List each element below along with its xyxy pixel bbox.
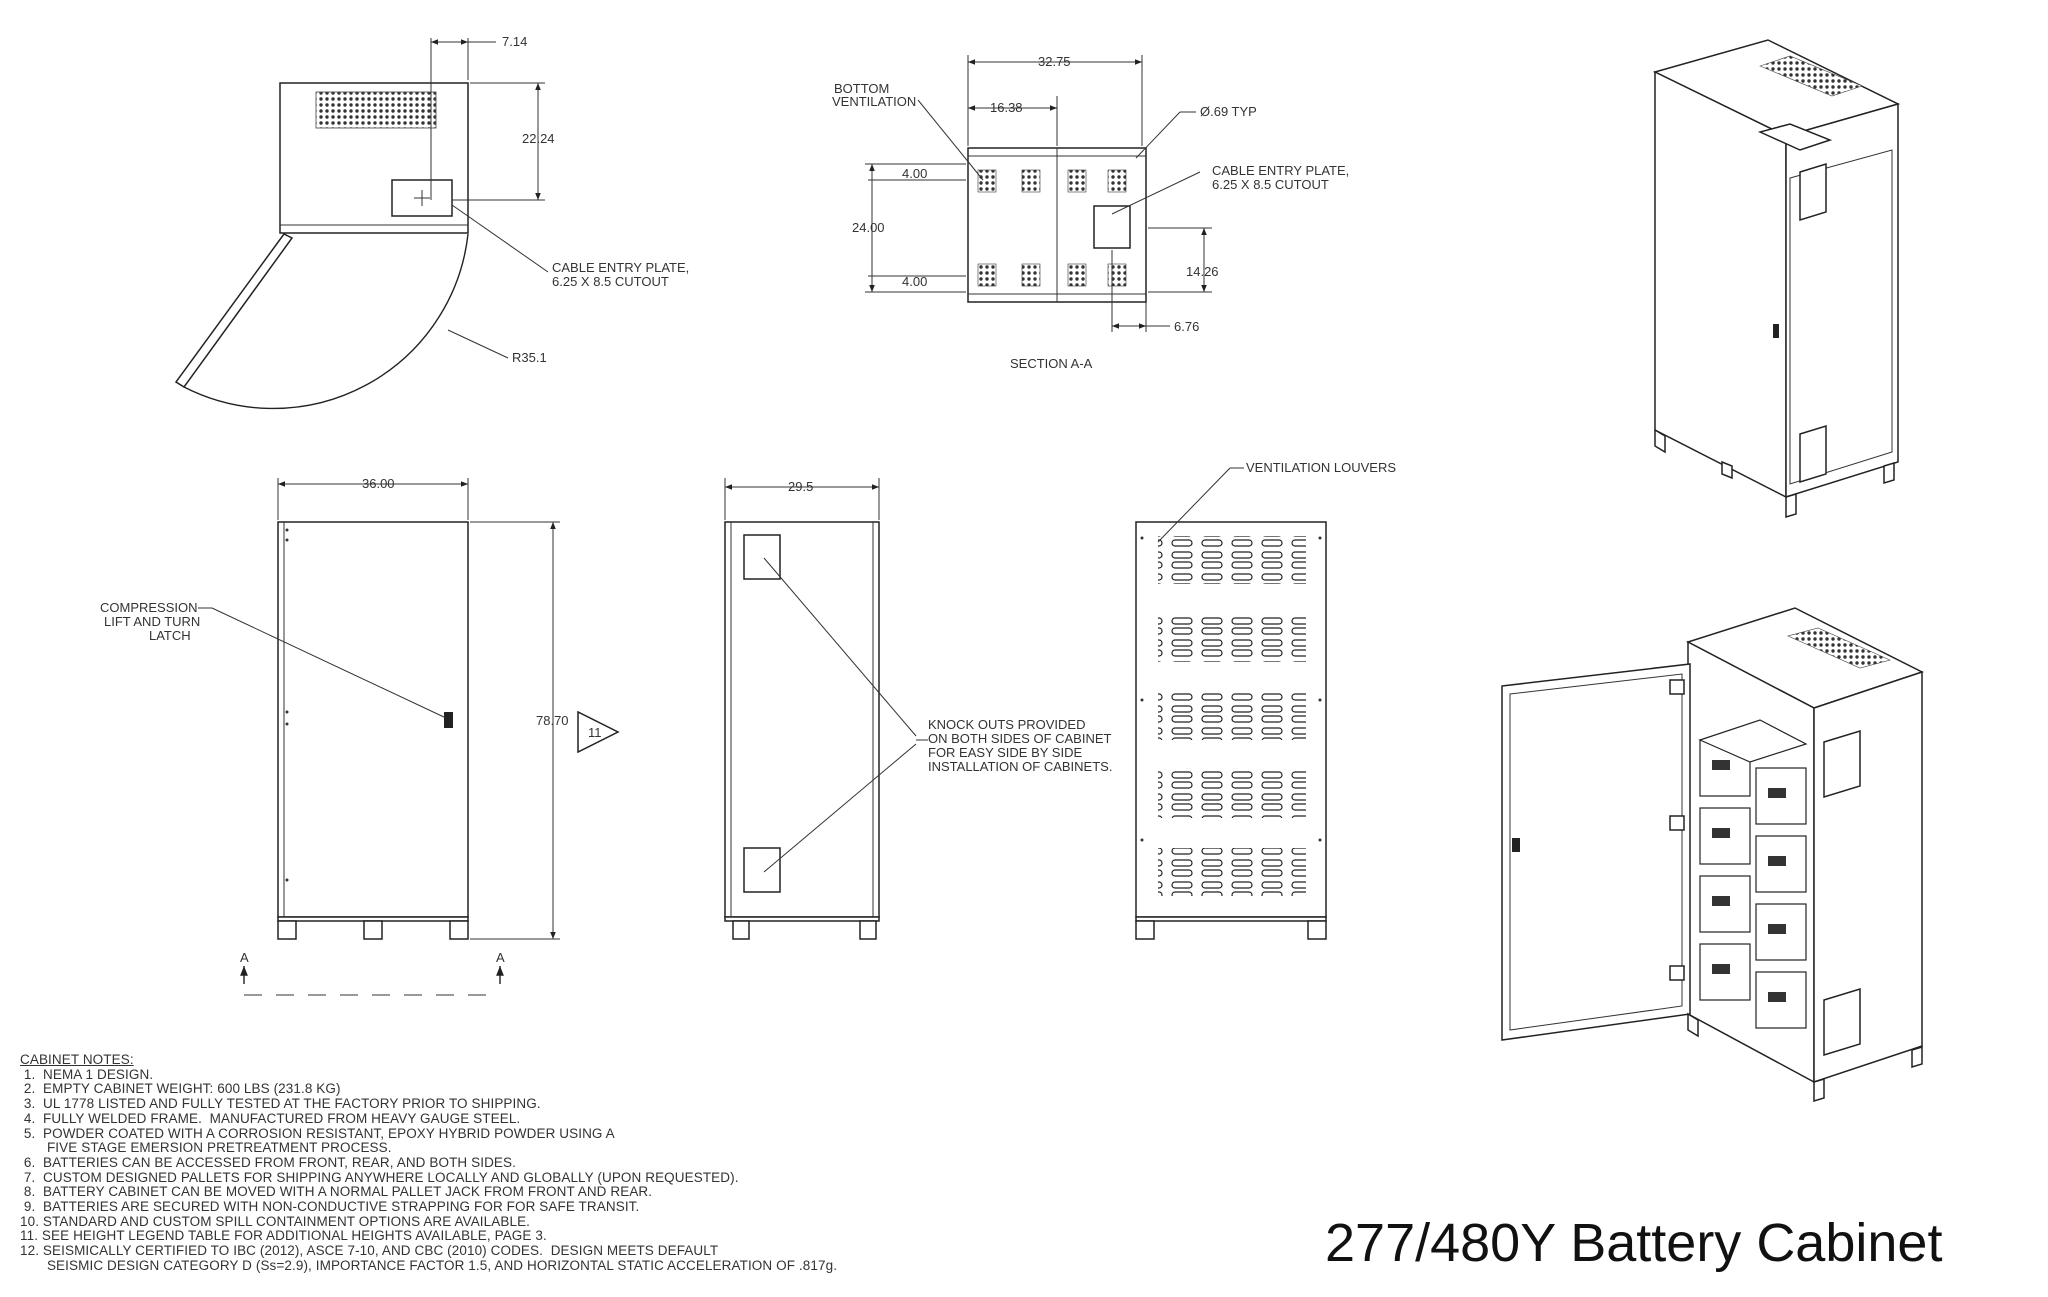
dim-section-depth: 24.00	[852, 220, 885, 235]
dim-top-depth: 22.24	[522, 131, 555, 146]
door-swing-arc	[183, 233, 469, 410]
dim-vent-bottom: 4.00	[902, 274, 927, 289]
dim-section-half: 16.38	[990, 100, 1023, 115]
section-cable-plate-label-2: 6.25 X 8.5 CUTOUT	[1212, 177, 1329, 192]
note-1: 1. NEMA 1 DESIGN.	[20, 1066, 154, 1082]
section-cable-plate-label-1: CABLE ENTRY PLATE,	[1212, 163, 1349, 178]
door-radius: R35.1	[512, 350, 547, 365]
note-9: 9. BATTERIES ARE SECURED WITH NON-CONDUC…	[20, 1199, 640, 1215]
note-4: 4. FULLY WELDED FRAME. MANUFACTURED FROM…	[20, 1110, 521, 1126]
cabinet-notes: CABINET NOTES: 1. NEMA 1 DESIGN. 2. EMPT…	[20, 1052, 920, 1274]
iso-cabinet-closed	[1652, 39, 1901, 519]
note-5-cont: FIVE STAGE EMERSION PRETREATMENT PROCESS…	[20, 1140, 392, 1156]
ventilation-louvers	[1158, 536, 1306, 896]
note-10: 10. STANDARD AND CUSTOM SPILL CONTAINMEN…	[20, 1213, 531, 1229]
section-cable-plate	[1093, 205, 1131, 249]
note-11: 11. SEE HEIGHT LEGEND TABLE FOR ADDITION…	[20, 1228, 547, 1244]
note-5: 5. POWDER COATED WITH A CORROSION RESIST…	[20, 1125, 615, 1141]
note-12-cont: SEISMIC DESIGN CATEGORY D (Ss=2.9), IMPO…	[20, 1257, 838, 1273]
height-note-ref: 11	[588, 725, 602, 740]
section-marker-left: A	[240, 950, 249, 965]
knockout-bottom	[743, 847, 781, 893]
note-3: 3. UL 1778 LISTED AND FULLY TESTED AT TH…	[20, 1096, 541, 1112]
note-2: 2. EMPTY CABINET WEIGHT: 600 LBS (231.8 …	[20, 1081, 341, 1097]
note-6: 6. BATTERIES CAN BE ACCESSED FROM FRONT,…	[20, 1154, 516, 1170]
cable-plate-label-2: 6.25 X 8.5 CUTOUT	[552, 274, 669, 289]
dim-vent-top: 4.00	[902, 166, 927, 181]
drawing-title: 277/480Y Battery Cabinet	[1325, 1213, 1943, 1273]
knockout-label-2: ON BOTH SIDES OF CABINET	[928, 731, 1112, 746]
note-12: 12. SEISMICALLY CERTIFIED TO IBC (2012),…	[20, 1243, 719, 1259]
top-view: 7.14 22.24 CABLE ENTRY PLATE, 6.25 X 8.5…	[174, 34, 689, 410]
side-view: 29.5 KNOCK OUTS PROVIDED ON BOTH SIDES O…	[724, 478, 1112, 940]
section-view: 32.75 16.38 BOTTOM VENTILATION Ø.69 TYP …	[832, 54, 1349, 371]
knockout-label-1: KNOCK OUTS PROVIDED	[928, 717, 1085, 732]
note-7: 7. CUSTOM DESIGNED PALLETS FOR SHIPPING …	[20, 1169, 739, 1185]
door-latch	[444, 712, 453, 728]
latch-label-2: LIFT AND TURN	[104, 614, 200, 629]
rear-view: VENTILATION LOUVERS	[1135, 460, 1396, 940]
dim-section-width: 32.75	[1038, 54, 1071, 69]
knockout-top	[743, 534, 781, 580]
louver-label: VENTILATION LOUVERS	[1246, 460, 1396, 475]
front-view: 36.00 78.70 11 COMPRESSION LIFT AND TURN…	[100, 476, 620, 996]
knockout-label-3: FOR EASY SIDE BY SIDE	[928, 745, 1082, 760]
dim-front-width: 36.00	[362, 476, 395, 491]
section-marker-right: A	[496, 950, 505, 965]
knockout-label-4: INSTALLATION OF CABINETS.	[928, 759, 1112, 774]
dim-plate-x: 6.76	[1174, 319, 1199, 334]
iso-open-door	[1501, 663, 1691, 1041]
dim-hole: Ø.69 TYP	[1200, 104, 1257, 119]
dim-side-depth: 29.5	[788, 479, 813, 494]
height-note-triangle	[577, 710, 620, 754]
dim-plate-y: 14.26	[1186, 264, 1219, 279]
top-vent-grille	[315, 91, 437, 129]
iso-top-vent	[1759, 55, 1863, 97]
notes-heading: CABINET NOTES:	[20, 1052, 134, 1067]
cable-plate-label-1: CABLE ENTRY PLATE,	[552, 260, 689, 275]
dim-offset: 7.14	[502, 34, 527, 49]
latch-label-1: COMPRESSION	[100, 600, 198, 615]
latch-label-3: LATCH	[149, 628, 191, 643]
bottom-vent-label-1: BOTTOM	[834, 81, 889, 96]
door-open	[174, 233, 294, 389]
note-8: 8. BATTERY CABINET CAN BE MOVED WITH A N…	[20, 1184, 653, 1200]
dim-front-height: 78.70	[536, 713, 569, 728]
iso-cabinet-open	[1501, 607, 1924, 1103]
bottom-vent-label-2: VENTILATION	[832, 94, 916, 109]
bottom-vent-openings	[977, 169, 1127, 287]
section-caption: SECTION A-A	[1010, 356, 1093, 371]
iso-batteries	[1698, 719, 1808, 1029]
